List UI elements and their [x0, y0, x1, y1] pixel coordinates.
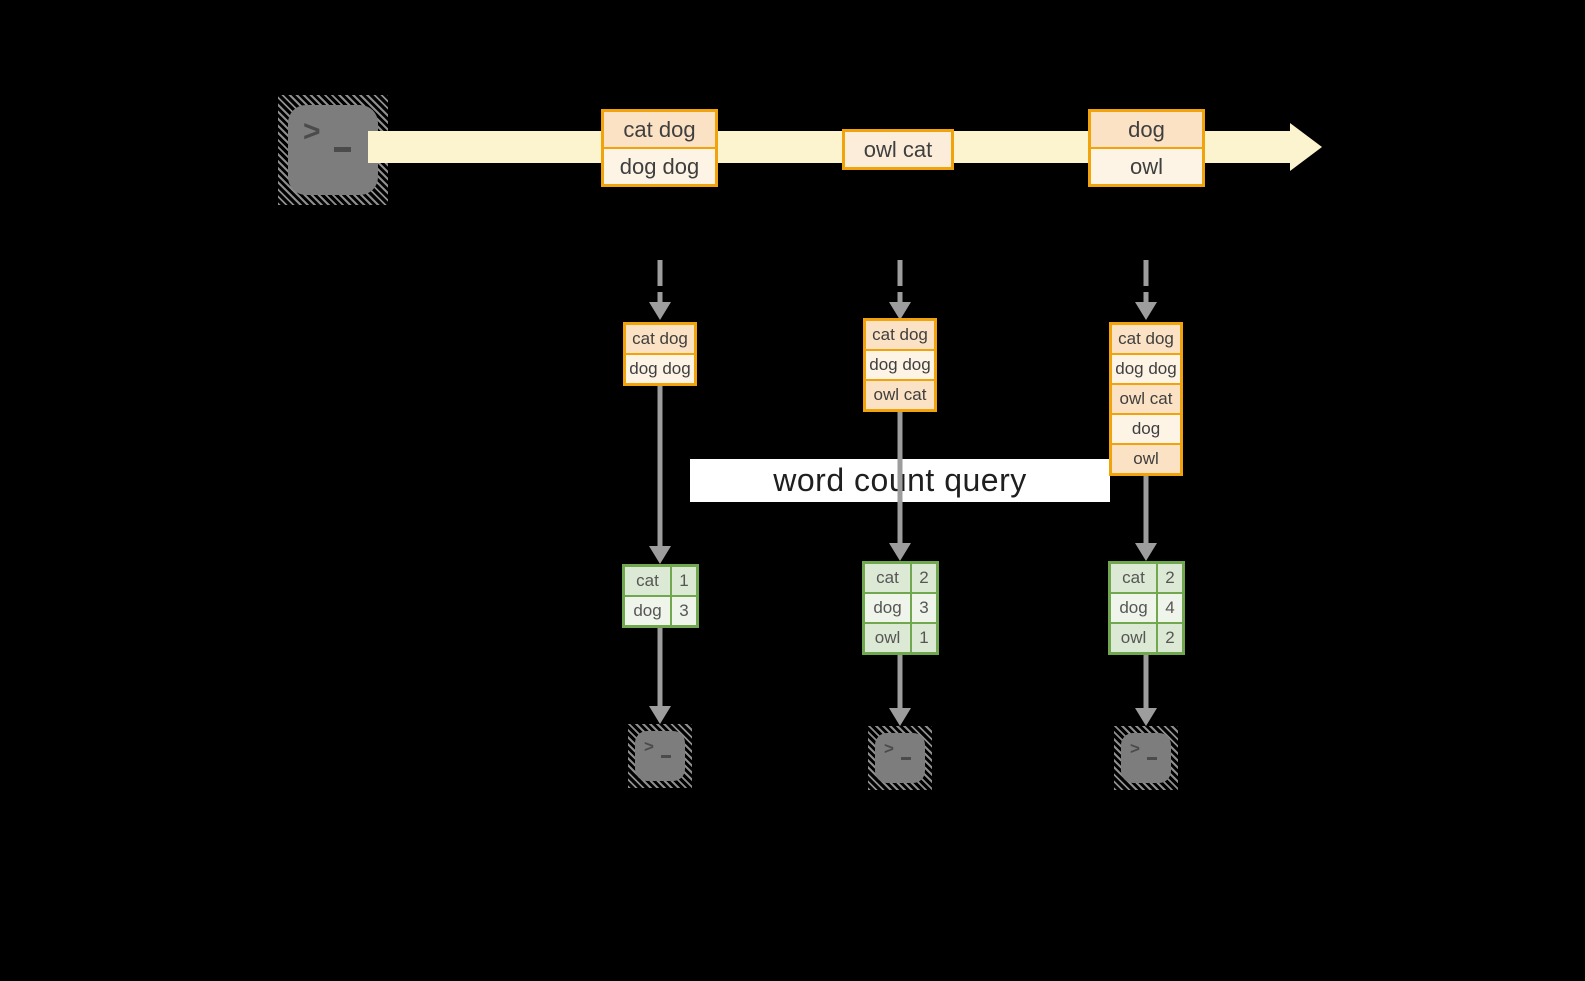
stream-batch-3: dog owl	[1088, 109, 1205, 187]
count-word: cat	[625, 567, 670, 595]
micro-batch-event: dog	[1112, 415, 1180, 443]
terminal-underscore-glyph	[661, 755, 671, 758]
terminal-prompt-glyph: >	[884, 739, 894, 758]
count-word: cat	[865, 564, 910, 592]
terminal-underscore-glyph	[901, 757, 911, 760]
count-value: 1	[672, 567, 696, 595]
count-value: 2	[1158, 564, 1182, 592]
terminal-underscore-glyph	[334, 147, 351, 152]
micro-batch-event: dog dog	[1112, 355, 1180, 383]
terminal-body: >	[635, 731, 685, 781]
stream-event: cat dog	[604, 112, 715, 147]
terminal-body: >	[1121, 733, 1171, 783]
terminal-prompt-glyph: >	[303, 115, 321, 148]
micro-batch-event: dog dog	[626, 355, 694, 383]
micro-batch-event: owl	[1112, 445, 1180, 473]
terminal-body: >	[875, 733, 925, 783]
count-word: dog	[625, 597, 670, 625]
micro-batch-event: owl cat	[866, 381, 934, 409]
stream-event: owl	[1091, 149, 1202, 184]
count-table-3: cat 2 dog 4 owl 2	[1108, 561, 1185, 655]
terminal-body: >	[288, 105, 378, 195]
terminal-sink-icon-2: >	[868, 726, 932, 790]
count-word: dog	[1111, 594, 1156, 622]
terminal-underscore-glyph	[1147, 757, 1157, 760]
stream-arrowhead-icon	[1290, 123, 1322, 171]
terminal-prompt-glyph: >	[644, 737, 654, 756]
micro-batch-2: cat dog dog dog owl cat	[863, 318, 937, 412]
micro-batch-event: cat dog	[866, 321, 934, 349]
count-value: 4	[1158, 594, 1182, 622]
micro-batch-event: owl cat	[1112, 385, 1180, 413]
stream-event: dog dog	[604, 149, 715, 184]
terminal-sink-icon-3: >	[1114, 726, 1178, 790]
micro-batch-event: dog dog	[866, 351, 934, 379]
stream-batch-2: owl cat	[842, 129, 954, 170]
micro-batch-event: cat dog	[626, 325, 694, 353]
count-value: 3	[672, 597, 696, 625]
count-word: owl	[865, 624, 910, 652]
stream-event: dog	[1091, 112, 1202, 147]
count-word: cat	[1111, 564, 1156, 592]
terminal-sink-icon-1: >	[628, 724, 692, 788]
count-value: 2	[912, 564, 936, 592]
count-value: 2	[1158, 624, 1182, 652]
micro-batch-event: cat dog	[1112, 325, 1180, 353]
micro-batch-3: cat dog dog dog owl cat dog owl	[1109, 322, 1183, 476]
count-value: 3	[912, 594, 936, 622]
count-table-2: cat 2 dog 3 owl 1	[862, 561, 939, 655]
count-word: dog	[865, 594, 910, 622]
stream-event: owl cat	[845, 132, 951, 167]
terminal-prompt-glyph: >	[1130, 739, 1140, 758]
micro-batch-1: cat dog dog dog	[623, 322, 697, 386]
stream-batch-1: cat dog dog dog	[601, 109, 718, 187]
count-value: 1	[912, 624, 936, 652]
count-table-1: cat 1 dog 3	[622, 564, 699, 628]
count-word: owl	[1111, 624, 1156, 652]
